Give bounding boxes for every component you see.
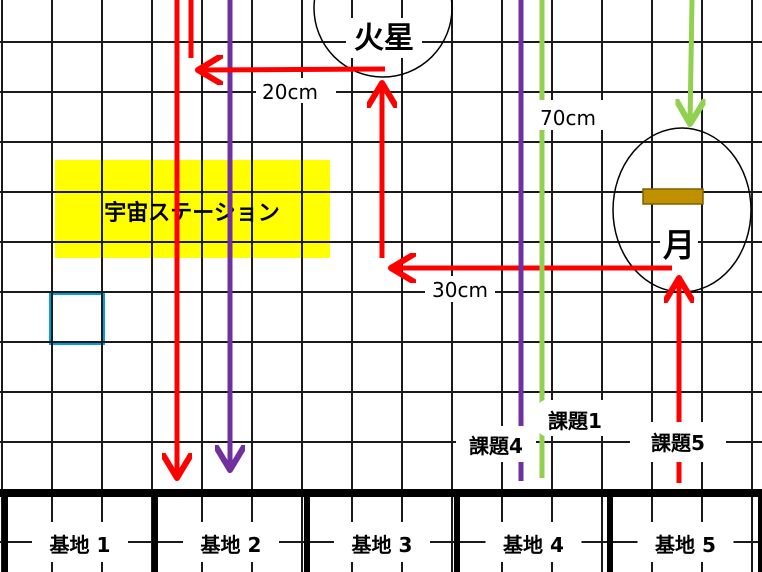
blue-target-box bbox=[49, 291, 105, 345]
label-30cm: 30cm bbox=[432, 278, 488, 302]
label-20cm: 20cm bbox=[262, 80, 318, 104]
bases-top-border bbox=[0, 489, 762, 497]
mars-circle bbox=[313, 0, 453, 78]
moon-label: 月 bbox=[663, 226, 695, 264]
base-divider bbox=[2, 489, 8, 572]
base-divider bbox=[304, 489, 310, 572]
label-20cm-bg bbox=[256, 78, 336, 103]
mars-label: 火星 bbox=[354, 21, 414, 56]
base-3-label: 基地 3 bbox=[352, 533, 413, 557]
base-label-bg bbox=[183, 522, 279, 562]
task1-label: 課題1 bbox=[548, 409, 602, 433]
label-30cm-bg bbox=[425, 276, 495, 302]
mars-label-bg bbox=[346, 18, 422, 58]
bases-row: 基地 1 基地 2 基地 3 基地 4 基地 5 bbox=[0, 489, 762, 572]
base-label-bg bbox=[32, 522, 128, 562]
moon-label-bg bbox=[660, 222, 698, 262]
base-divider bbox=[152, 489, 158, 572]
red-path-20cm bbox=[198, 69, 386, 70]
base-5-label: 基地 5 bbox=[655, 533, 716, 557]
label-70cm: 70cm bbox=[540, 106, 596, 130]
task4-label: 課題4 bbox=[469, 434, 523, 458]
task5-label: 課題5 bbox=[651, 431, 705, 455]
base-2-label: 基地 2 bbox=[201, 533, 262, 557]
base-label-bg bbox=[637, 522, 734, 562]
base-divider bbox=[607, 489, 613, 572]
base-4-label: 基地 4 bbox=[503, 533, 564, 557]
task4-label-bg bbox=[456, 426, 536, 462]
base-1-label: 基地 1 bbox=[50, 533, 111, 557]
label-70cm-bg bbox=[535, 100, 605, 130]
green-path-to-moon bbox=[690, 0, 692, 124]
task5-label-bg bbox=[630, 422, 726, 462]
moon-bar bbox=[642, 188, 704, 205]
space-station-label: 宇宙ステーション bbox=[104, 200, 280, 226]
base-divider bbox=[758, 489, 762, 572]
base-divider bbox=[454, 489, 460, 572]
task1-label-bg bbox=[538, 400, 614, 436]
base-label-bg bbox=[334, 522, 430, 562]
base-label-bg bbox=[485, 522, 582, 562]
